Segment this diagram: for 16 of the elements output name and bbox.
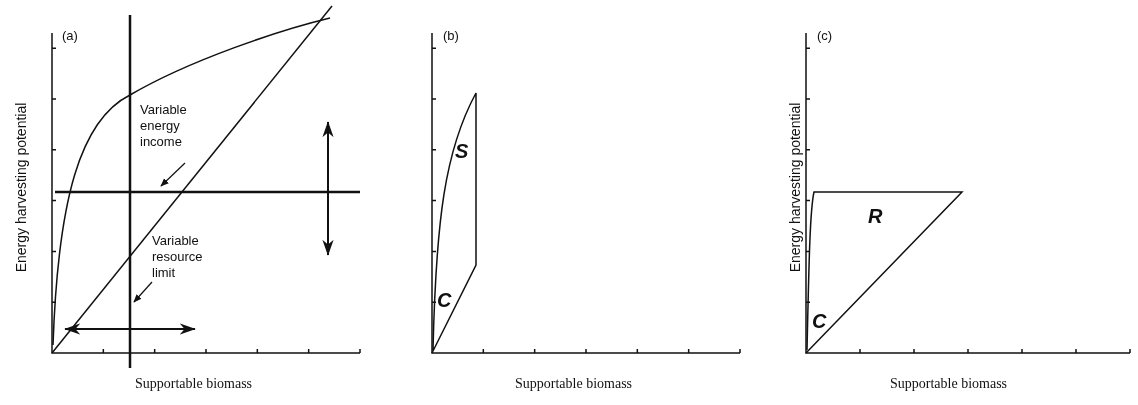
annotation-text: Variable resource limit [152, 233, 226, 281]
region-label: S [455, 140, 469, 162]
leader-line [133, 281, 153, 303]
axis-title: Energy harvesting potential [788, 102, 804, 273]
region-label: C [437, 289, 452, 311]
region-label: C [812, 310, 827, 332]
panel-label: (b) [443, 28, 459, 43]
leader-line [160, 162, 186, 187]
axis-title: Supportable biomass [135, 376, 253, 391]
axis-title: Energy harvesting potential [14, 102, 30, 273]
panel-label: (c) [817, 28, 833, 43]
panel-label: (a) [62, 28, 78, 43]
axis-title: Supportable biomass [890, 376, 1008, 391]
axis-title: Supportable biomass [515, 376, 633, 391]
region-label: R [868, 205, 883, 227]
annotation-text: Variable energy income [140, 102, 204, 150]
